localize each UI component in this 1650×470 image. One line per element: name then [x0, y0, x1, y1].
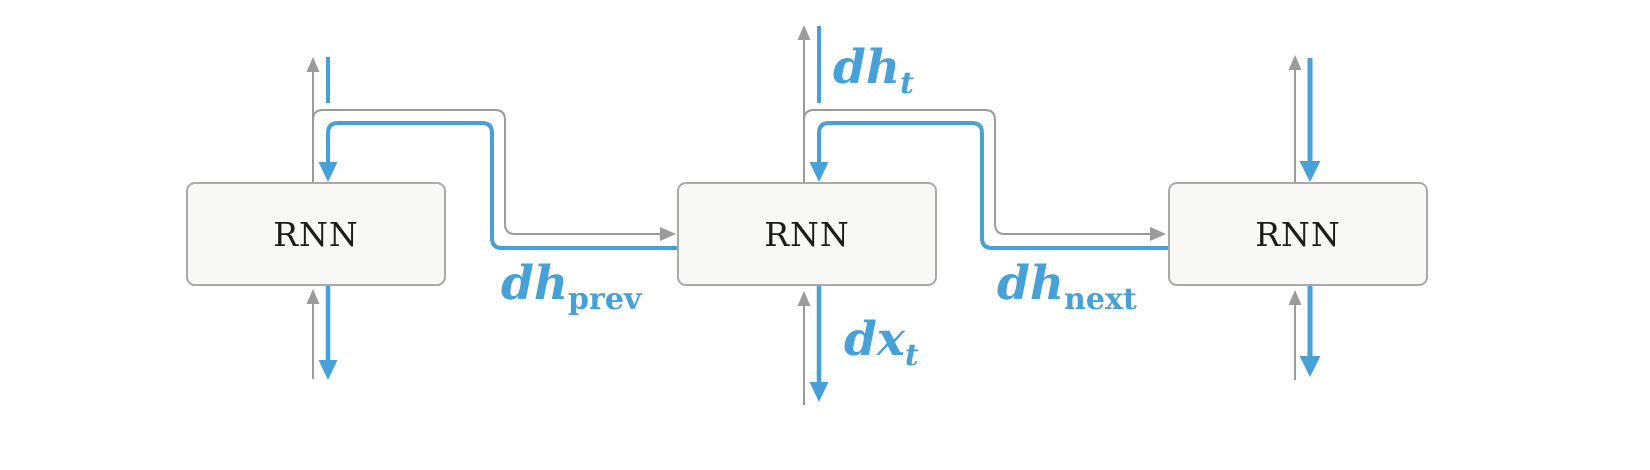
rnn-node-right: RNN — [1168, 182, 1428, 286]
gradient-down-arrow-bottom-1 — [318, 286, 338, 380]
forward-recurrent-connector-2-3 — [803, 109, 1166, 241]
label-dh-t: dht — [833, 44, 914, 99]
label-dh-t-subscript: t — [900, 66, 914, 101]
label-dh-next-main: dh — [997, 256, 1065, 311]
forward-recurrent-connector-1-2 — [312, 109, 676, 241]
rnn-node-left-label: RNN — [273, 214, 359, 254]
gradient-recurrent-connector-3-2 — [809, 121, 1168, 250]
forward-up-arrow-bottom-3 — [1288, 290, 1302, 380]
gradient-arrows — [318, 26, 1321, 402]
gradient-down-arrow-bottom-3 — [1299, 286, 1321, 377]
label-dh-next-subscript: next — [1064, 282, 1137, 317]
label-dh-prev: dhprev — [501, 260, 641, 315]
label-dx-t: dxt — [844, 316, 919, 371]
label-dx-t-subscript: t — [904, 338, 919, 373]
forward-up-arrow-top-3 — [1288, 55, 1302, 182]
label-dh-next: dhnext — [997, 260, 1137, 315]
gradient-down-arrow-bottom-2 — [809, 286, 829, 402]
label-dx-t-main: dx — [844, 312, 905, 367]
forward-up-arrow-bottom-2 — [797, 291, 811, 405]
label-dh-t-main: dh — [833, 40, 901, 95]
rnn-node-right-label: RNN — [1255, 214, 1341, 254]
rnn-node-middle-label: RNN — [764, 214, 850, 254]
gradient-recurrent-connector-2-1 — [318, 121, 677, 250]
rnn-node-left: RNN — [186, 182, 446, 286]
label-dh-prev-subscript: prev — [568, 282, 642, 317]
forward-up-arrow-bottom-1 — [306, 289, 320, 379]
rnn-node-middle: RNN — [677, 182, 937, 286]
label-dh-prev-main: dh — [501, 256, 569, 311]
gradient-down-arrow-top-3 — [1299, 58, 1321, 182]
forward-pass-arrows — [306, 25, 1302, 405]
